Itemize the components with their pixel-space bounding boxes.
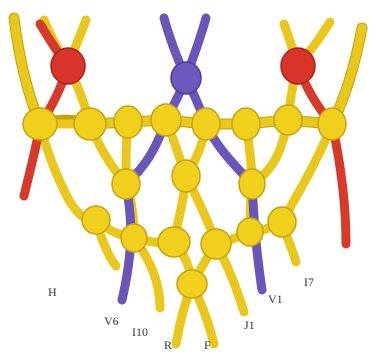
label-h: H <box>48 285 57 300</box>
blue-nodes <box>171 62 201 94</box>
label-i7: I7 <box>304 275 314 290</box>
label-r: R <box>164 338 172 353</box>
label-j1: J1 <box>244 318 255 333</box>
label-f: F <box>204 338 211 353</box>
label-v1: V1 <box>268 292 283 307</box>
label-i10: I10 <box>132 325 148 340</box>
label-v6: V6 <box>104 314 119 329</box>
